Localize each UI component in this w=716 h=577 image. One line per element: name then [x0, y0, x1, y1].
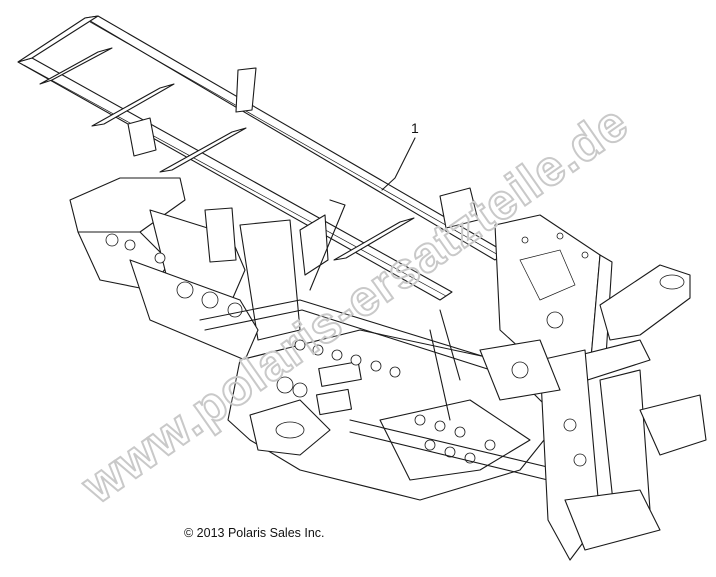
- upper-rail-assembly: [17, 15, 506, 301]
- copyright-text: © 2013 Polaris Sales Inc.: [184, 526, 325, 540]
- rear-frame-section: [479, 214, 707, 561]
- floor-pan: [227, 329, 561, 501]
- front-frame-section: [69, 177, 329, 361]
- callout-leader-line: [381, 137, 416, 191]
- callout-label: 1: [411, 120, 419, 136]
